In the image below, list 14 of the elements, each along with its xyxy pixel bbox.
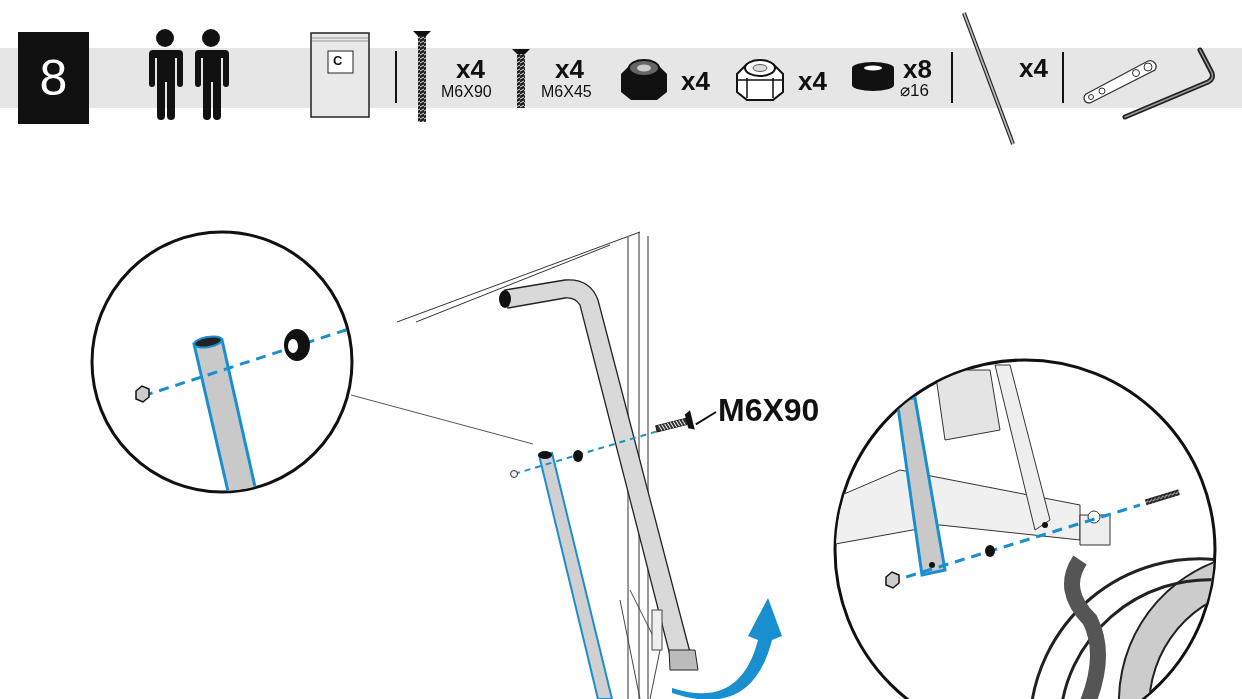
bag-letter: C bbox=[333, 54, 343, 67]
size-label: M6X90 bbox=[441, 84, 492, 100]
quantity-label: x4 bbox=[555, 56, 584, 82]
size-label: M6X45 bbox=[541, 84, 592, 100]
quantity-label: x4 bbox=[798, 68, 827, 94]
quantity-label: x4 bbox=[1019, 55, 1048, 81]
quantity-label: x8 bbox=[903, 56, 932, 82]
bolt-drawing bbox=[655, 410, 695, 433]
part-size-label: M6X90 bbox=[718, 394, 820, 426]
step-number: 8 bbox=[18, 32, 89, 124]
quantity-label: x4 bbox=[456, 56, 485, 82]
quantity-label: x4 bbox=[681, 68, 710, 94]
size-label: ⌀16 bbox=[900, 82, 929, 99]
leader-line bbox=[694, 411, 717, 426]
